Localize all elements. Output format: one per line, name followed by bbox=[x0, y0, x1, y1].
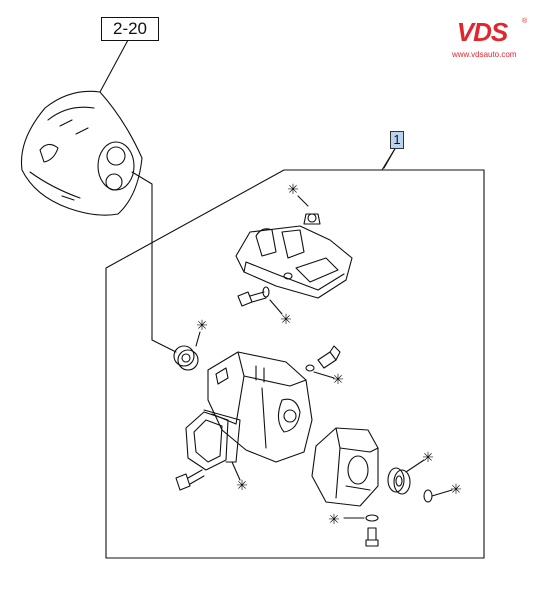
shaft-leader-line bbox=[131, 171, 177, 353]
registered-mark: ® bbox=[522, 18, 528, 25]
cover-bolt bbox=[237, 286, 270, 307]
asterisk-marker: ✳ bbox=[328, 512, 340, 528]
oil-seal bbox=[173, 345, 199, 371]
leader-line-2-20 bbox=[99, 39, 129, 93]
leader-star-1 bbox=[297, 195, 309, 207]
asterisk-marker: ✳ bbox=[280, 312, 292, 328]
section-reference-label[interactable]: 2-20 bbox=[101, 17, 159, 41]
side-plate-gasket bbox=[185, 409, 241, 471]
callout-frame bbox=[105, 146, 485, 559]
drain-plug bbox=[365, 514, 379, 547]
callout-reference-label[interactable]: 1 bbox=[390, 131, 404, 149]
leader-star-4 bbox=[313, 371, 335, 379]
leader-star-3 bbox=[195, 331, 201, 347]
case-bolt bbox=[305, 345, 341, 372]
top-cover bbox=[235, 213, 353, 299]
plate-bolt bbox=[175, 469, 205, 491]
asterisk-marker: ✳ bbox=[236, 478, 248, 494]
rear-seal bbox=[387, 467, 411, 495]
asterisk-marker: ✳ bbox=[332, 372, 344, 388]
brand-logo: VDS ® www.vdsauto.com bbox=[440, 16, 530, 64]
o-ring bbox=[423, 489, 433, 503]
extension-housing bbox=[311, 427, 379, 507]
transmission-case bbox=[207, 351, 313, 463]
brand-name: VDS bbox=[456, 17, 508, 47]
callout-leader bbox=[383, 146, 397, 169]
asterisk-marker: ✳ bbox=[450, 482, 462, 498]
asterisk-marker: ✳ bbox=[196, 318, 208, 334]
leader-star-5 bbox=[231, 461, 241, 481]
leader-star-7 bbox=[431, 489, 453, 497]
bell-housing bbox=[20, 90, 143, 216]
brand-url: www.vdsauto.com bbox=[452, 50, 517, 59]
leader-star-6 bbox=[405, 459, 425, 473]
asterisk-marker: ✳ bbox=[287, 182, 299, 198]
leader-star-2 bbox=[269, 299, 283, 315]
asterisk-marker: ✳ bbox=[422, 450, 434, 466]
